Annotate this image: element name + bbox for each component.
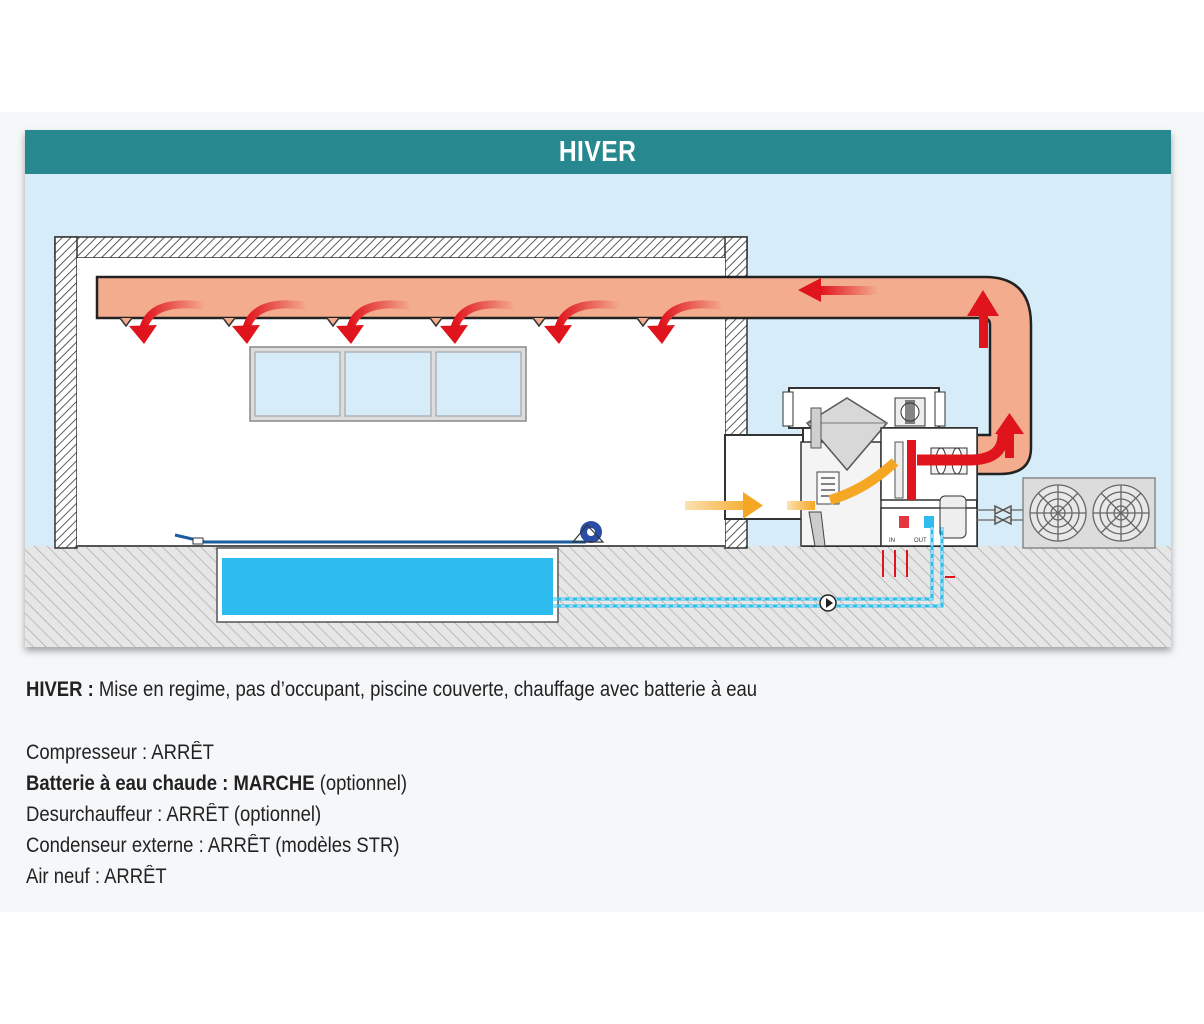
status-hot-water-coil: Batterie à eau chaude : MARCHE (optionne… [26,772,408,795]
diagram-title: HIVER [25,130,1171,174]
status-fresh-air: Air neuf : ARRÊT [26,865,167,888]
hot-water-coil [907,440,916,500]
duct-up-arrow-lower [995,413,1024,458]
fan-icon [894,397,926,427]
outdoor-condenser [1022,477,1156,549]
mode-description: HIVER : Mise en regime, pas d’occupant, … [26,678,758,701]
cover-clip [192,537,204,545]
cover-reel-icon [571,521,605,543]
hot-air-flow [917,430,1009,466]
caption-text: HIVER : Mise en regime, pas d’occupant, … [26,674,1176,892]
warm-air-flow-curve [828,458,899,505]
warm-air-flow [787,501,815,510]
status-desuperheater: Desurchauffeur : ARRÊT (optionnel) [26,803,322,826]
diffusers [119,317,650,328]
ground [25,546,1171,647]
fan-icon [1092,484,1150,542]
water-pipes [553,527,955,608]
roof-wall [54,236,748,259]
pump-icon [819,594,837,612]
left-wall [54,236,78,549]
diagram-panel: HIVER [25,130,1171,647]
fan-icon [1029,484,1087,542]
supply-air-arrows [129,300,724,344]
pool-water [222,558,553,615]
return-air-arrow-icon [743,492,763,519]
duct-flow-arrows [798,278,999,348]
content-card: HIVER [0,112,1204,912]
status-compressor: Compresseur : ARRÊT [26,741,214,764]
valve-icon [977,504,1023,526]
window [249,346,527,422]
svg-text:OUT: OUT [914,538,927,544]
hvac-winter-diagram: IN OUT [25,236,1171,647]
status-external-condenser: Condenseur externe : ARRÊT (modèles STR) [26,834,400,857]
svg-text:IN: IN [889,538,895,544]
compressor-icon [939,495,967,539]
